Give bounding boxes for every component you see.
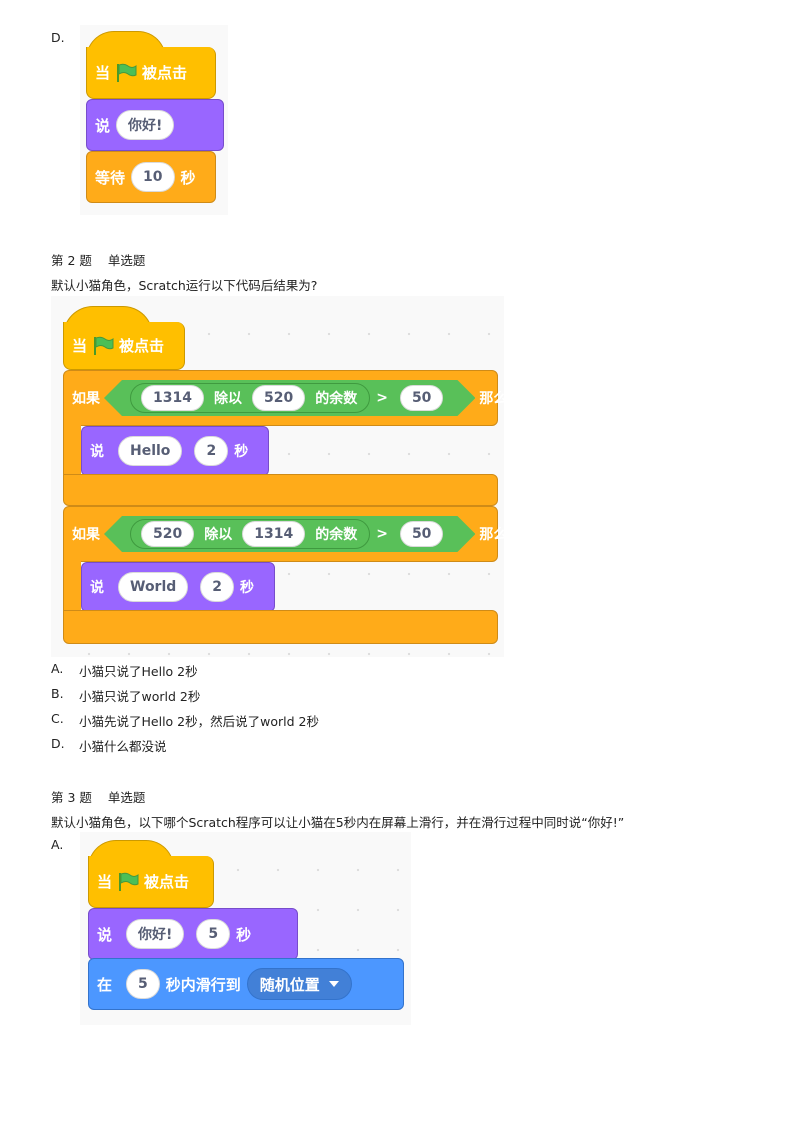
remainder-label: 的余数 <box>315 391 358 407</box>
say-text-input[interactable]: World <box>118 572 189 602</box>
wait-label: 等待 <box>95 168 126 187</box>
compare-value-input[interactable]: 50 <box>400 385 443 411</box>
say-block[interactable]: 说 你好! <box>86 99 224 151</box>
clicked-label: 被点击 <box>144 873 190 891</box>
code-panel: 当 被点击 如果 1314 除以 520 的余数 > 50 那么 说 Hello… <box>51 296 504 657</box>
remainder-label: 的余数 <box>315 527 358 543</box>
green-flag-icon <box>94 336 114 355</box>
in-label: 在 <box>97 975 113 994</box>
dividend-input[interactable]: 1314 <box>141 385 204 411</box>
code-panel: 当 被点击 说 你好! 等待 10 秒 <box>80 25 228 215</box>
option-text[interactable]: 小猫什么都没说 <box>79 739 167 754</box>
say-label: 说 <box>90 444 104 460</box>
option-letter: A. <box>51 661 64 676</box>
wait-block[interactable]: 等待 10 秒 <box>86 151 216 203</box>
dividend-input[interactable]: 520 <box>141 521 194 547</box>
divide-label: 除以 <box>204 527 233 543</box>
then-label: 那么 <box>479 391 504 407</box>
seconds-label: 秒 <box>234 444 249 460</box>
say-seconds-input[interactable]: 2 <box>200 572 235 602</box>
seconds-label: 秒 <box>236 925 252 944</box>
clicked-label: 被点击 <box>119 337 165 355</box>
divisor-input[interactable]: 520 <box>252 385 305 411</box>
say-for-secs-block[interactable]: 说 Hello 2 秒 <box>81 426 269 476</box>
question-number: 第 2 题 <box>51 253 92 268</box>
say-seconds-input[interactable]: 5 <box>196 919 231 949</box>
question-type: 单选题 <box>107 253 146 268</box>
divisor-input[interactable]: 1314 <box>242 521 305 547</box>
say-seconds-input[interactable]: 2 <box>194 436 229 466</box>
glide-target-value: 随机位置 <box>259 975 320 994</box>
when-label: 当 <box>97 873 113 891</box>
say-text-input[interactable]: Hello <box>118 436 183 466</box>
mod-operator[interactable]: 1314 除以 520 的余数 <box>130 383 370 413</box>
code-panel: 当 被点击 说 你好! 5 秒 在 5 秒内滑行到 随机位置 <box>80 832 411 1025</box>
when-flag-clicked-block[interactable]: 当 被点击 <box>86 47 216 99</box>
say-label: 说 <box>90 580 104 596</box>
question-type: 单选题 <box>107 790 146 805</box>
say-text-input[interactable]: 你好! <box>116 110 175 140</box>
gt-symbol: > <box>376 390 388 406</box>
question-text: 默认小猫角色，Scratch运行以下代码后结果为? <box>51 278 318 293</box>
option-text[interactable]: 小猫先说了Hello 2秒，然后说了world 2秒 <box>79 714 319 729</box>
wait-seconds-input[interactable]: 10 <box>131 162 175 192</box>
when-label: 当 <box>95 64 111 82</box>
say-text-input[interactable]: 你好! <box>126 919 185 949</box>
option-letter: D. <box>51 30 65 45</box>
green-flag-icon <box>119 872 139 891</box>
question-header: 第 2 题 单选题 <box>51 250 145 269</box>
mod-operator[interactable]: 520 除以 1314 的余数 <box>130 519 370 549</box>
gt-symbol: > <box>376 526 388 542</box>
if-bottom <box>63 474 498 506</box>
divide-label: 除以 <box>213 391 242 407</box>
if-label: 如果 <box>72 527 100 543</box>
if-block[interactable]: 如果 1314 除以 520 的余数 > 50 那么 <box>63 370 504 426</box>
question-number: 第 3 题 <box>51 790 92 805</box>
say-for-secs-block[interactable]: 说 World 2 秒 <box>81 562 275 612</box>
if-arm <box>63 425 81 479</box>
option-letter: C. <box>51 711 64 726</box>
when-flag-clicked-block[interactable]: 当 被点击 <box>88 856 214 908</box>
when-flag-clicked-block[interactable]: 当 被点击 <box>63 322 185 370</box>
glide-seconds-input[interactable]: 5 <box>126 969 160 999</box>
chevron-down-icon <box>328 981 339 987</box>
option-letter: A. <box>51 837 64 852</box>
greater-than-operator[interactable]: 1314 除以 520 的余数 > 50 <box>104 380 475 416</box>
if-bottom <box>63 610 498 644</box>
then-label: 那么 <box>479 527 504 543</box>
question-header: 第 3 题 单选题 <box>51 787 145 806</box>
say-for-secs-block[interactable]: 说 你好! 5 秒 <box>88 908 298 960</box>
if-arm <box>63 561 81 615</box>
option-text[interactable]: 小猫只说了Hello 2秒 <box>79 664 198 679</box>
option-letter: D. <box>51 736 65 751</box>
say-label: 说 <box>97 925 113 944</box>
glide-to-block[interactable]: 在 5 秒内滑行到 随机位置 <box>88 958 404 1010</box>
green-flag-icon <box>117 63 137 82</box>
say-label: 说 <box>95 116 111 135</box>
glide-to-label: 秒内滑行到 <box>165 975 241 994</box>
if-label: 如果 <box>72 391 100 407</box>
greater-than-operator[interactable]: 520 除以 1314 的余数 > 50 <box>104 516 475 552</box>
option-text[interactable]: 小猫只说了world 2秒 <box>79 689 201 704</box>
when-label: 当 <box>72 337 88 355</box>
clicked-label: 被点击 <box>142 64 188 82</box>
option-letter: B. <box>51 686 64 701</box>
question-text: 默认小猫角色，以下哪个Scratch程序可以让小猫在5秒内在屏幕上滑行，并在滑行… <box>51 815 625 830</box>
glide-target-dropdown[interactable]: 随机位置 <box>246 968 352 1000</box>
if-block[interactable]: 如果 520 除以 1314 的余数 > 50 那么 <box>63 506 504 562</box>
compare-value-input[interactable]: 50 <box>400 521 443 547</box>
seconds-label: 秒 <box>180 168 196 187</box>
seconds-label: 秒 <box>240 580 255 596</box>
